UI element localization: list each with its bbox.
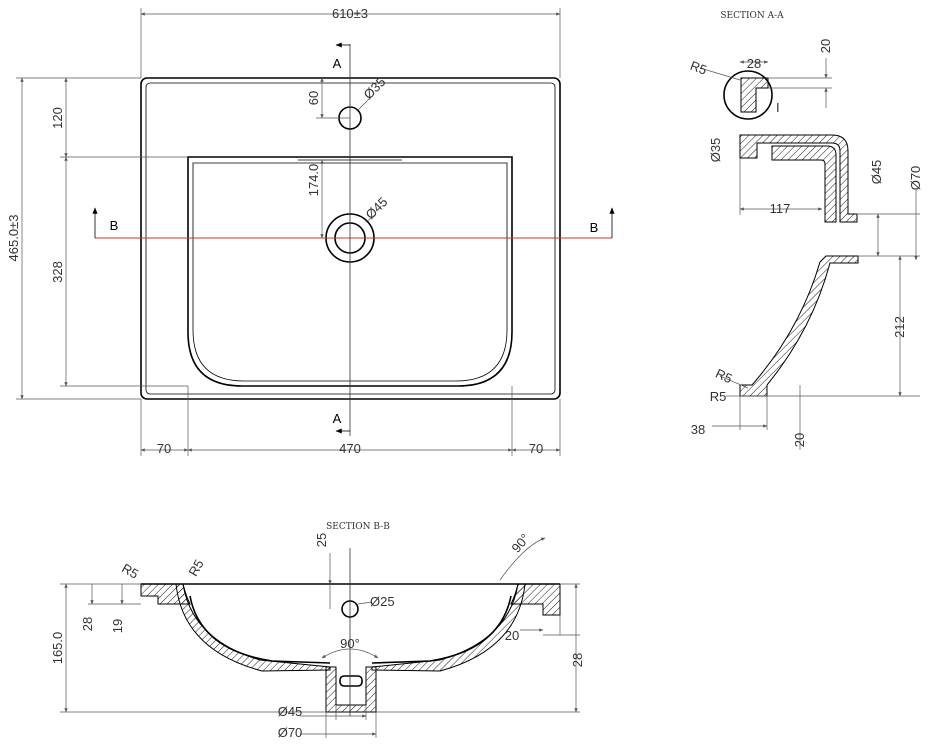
sb-drain-outer: Ø70 — [278, 725, 303, 740]
sb-total-height: 165.0 — [50, 632, 65, 665]
label-a-bottom: A — [333, 411, 342, 426]
dim-height: 465.0±3 — [6, 215, 21, 262]
sa-depth-117: 117 — [770, 201, 791, 216]
sa-drain-outer: Ø70 — [908, 166, 923, 191]
sb-angle-top: 90° — [508, 531, 532, 556]
section-a-bowl — [739, 255, 859, 397]
section-b-view: SECTION B-B — [50, 522, 585, 740]
sa-foot-height: 20 — [792, 433, 807, 447]
sa-bowl-height: 212 — [892, 316, 907, 338]
plan-basin-outline — [187, 156, 513, 387]
sa-mark-i: I — [776, 100, 780, 115]
sb-angle-bottom: 90° — [340, 636, 360, 651]
plan-basin-inner-line — [192, 162, 508, 382]
sb-r-mid: R5 — [185, 557, 206, 579]
sb-rim-28: 28 — [80, 617, 95, 631]
section-a-top-shelf — [739, 134, 858, 223]
label-b-right: B — [590, 220, 599, 235]
label-b-left: B — [110, 218, 119, 233]
sa-radius-foot-1: R5 — [713, 366, 734, 387]
section-a-title: SECTION A-A — [720, 11, 784, 21]
dim-top-offset: 120 — [50, 107, 65, 129]
sa-foot-width: 38 — [691, 422, 705, 437]
sb-side-20: 20 — [505, 628, 519, 643]
sb-overflow-offset: 25 — [314, 533, 329, 547]
section-b-title: SECTION B-B — [326, 522, 390, 532]
section-a-view: SECTION A-A 28 20 R5 I Ø3 — [688, 11, 923, 450]
sb-rim-19: 19 — [110, 619, 125, 633]
sa-radius-foot-2: R5 — [710, 389, 727, 404]
dim-basin-depth: 328 — [50, 261, 65, 283]
dim-side-right: 70 — [529, 441, 543, 456]
dim-basin-width: 470 — [339, 441, 361, 456]
plan-view: 610±3 465.0±3 120 328 60 Ø35 174.0 Ø45 7… — [6, 6, 615, 456]
sb-r-left: R5 — [119, 560, 141, 581]
section-b-bowl — [175, 583, 331, 672]
sa-rim-width: 28 — [747, 56, 761, 71]
dim-drain-offset: 174.0 — [306, 164, 321, 197]
sa-tap-bore: Ø35 — [708, 138, 723, 163]
dim-tap-offset: 60 — [306, 91, 321, 105]
dim-side-left: 70 — [157, 441, 171, 456]
sb-right-28: 28 — [570, 653, 585, 667]
section-b-drain — [325, 666, 377, 713]
dim-drain-hole: Ø45 — [363, 194, 391, 222]
sa-radius-top: R5 — [688, 58, 709, 78]
label-a-top: A — [333, 56, 342, 71]
sa-rim-height: 20 — [818, 39, 833, 53]
dim-width: 610±3 — [332, 6, 368, 21]
sb-drain-inner: Ø45 — [278, 704, 303, 719]
detail-circle — [723, 70, 773, 120]
sa-drain-inner: Ø45 — [869, 160, 884, 185]
sb-overflow-hole: Ø25 — [370, 594, 395, 609]
